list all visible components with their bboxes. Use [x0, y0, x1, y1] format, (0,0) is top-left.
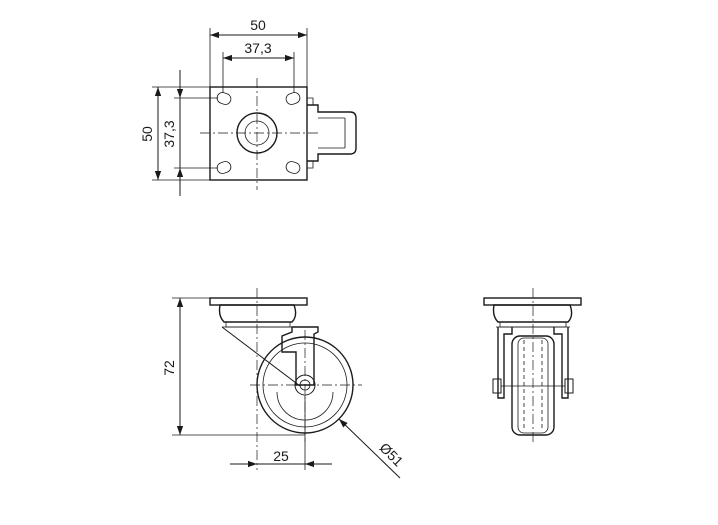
dim-plate-width: 50: [250, 17, 266, 33]
front-plate: [483, 297, 582, 306]
dim-overall-height: 72: [161, 360, 177, 376]
top-view: 50 37,3 50 37,3: [139, 17, 357, 196]
dim-hole-spacing-x: 37,3: [244, 40, 271, 56]
front-swivel-head: [492, 304, 573, 323]
axle-nut-left: [492, 378, 502, 394]
side-plate: [209, 297, 308, 306]
dim-plate-height: 50: [139, 126, 155, 142]
fork-housing-top: [307, 104, 357, 162]
front-view: [483, 288, 582, 445]
front-fork-right: [553, 327, 569, 399]
mount-hole-bottom-left: [216, 161, 232, 174]
swivel-ring: [225, 321, 291, 328]
axle-nut-right: [564, 378, 574, 394]
side-view: 72 25 Ø51: [161, 288, 407, 479]
fork-housing-detail: [307, 97, 346, 169]
swivel-head: [218, 304, 297, 323]
mount-hole-top-left: [216, 92, 232, 105]
front-fork-left: [497, 327, 513, 399]
mount-hole-top-right: [285, 92, 301, 105]
mount-hole-bottom-right: [285, 161, 301, 174]
dim-hole-spacing-y: 37,3: [161, 120, 177, 147]
dim-offset: 25: [273, 448, 289, 464]
top-plate: [209, 86, 308, 181]
dim-wheel-diameter: Ø51: [377, 439, 407, 469]
